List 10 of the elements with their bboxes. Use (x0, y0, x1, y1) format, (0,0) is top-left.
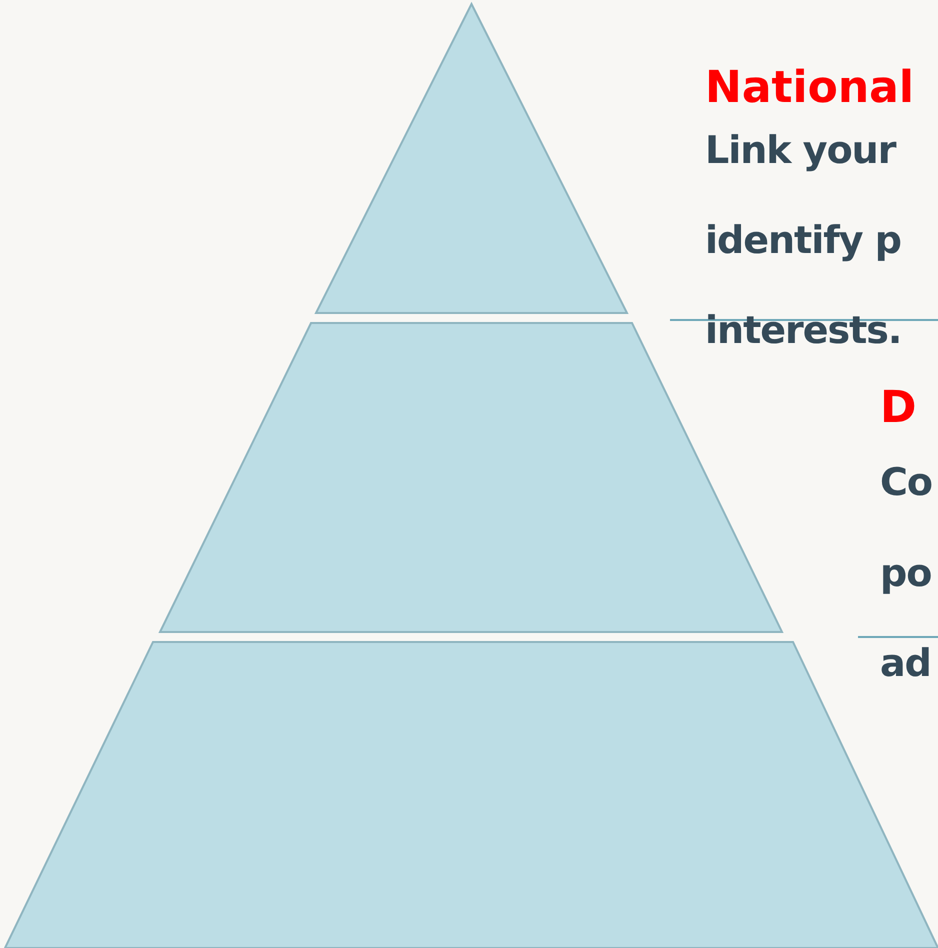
description-text: Link your (705, 131, 896, 169)
description-text: Co (880, 463, 932, 501)
pyramid-top-tier (316, 4, 627, 313)
description-text: interests. (705, 311, 902, 349)
description-text: ad (880, 644, 931, 682)
description-text: identify p (705, 221, 901, 259)
section-heading: D (880, 386, 917, 430)
section-heading: National (705, 66, 914, 110)
description-text: po (880, 554, 932, 592)
pyramid-bottom-tier (5, 642, 938, 948)
